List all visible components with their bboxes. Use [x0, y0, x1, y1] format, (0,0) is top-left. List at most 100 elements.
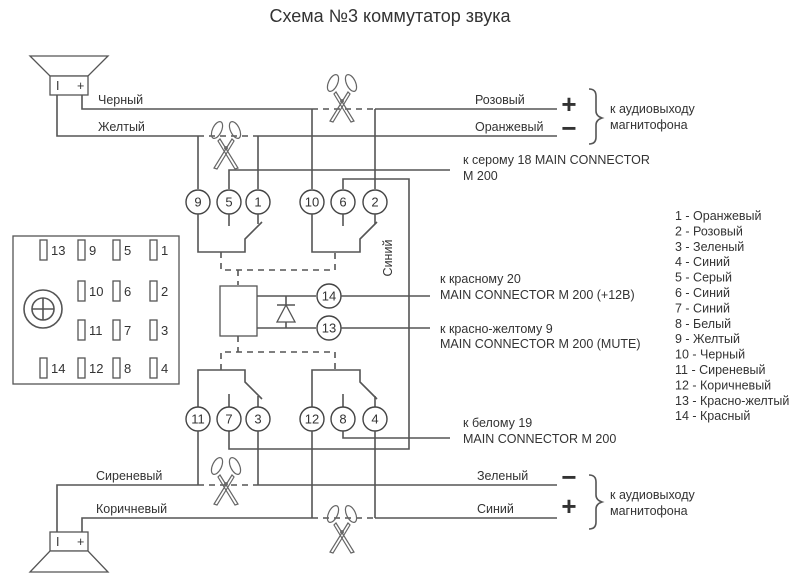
pin-row-bottom: 11 7 3 12 8 4	[185, 406, 388, 432]
connector-slot-7	[112, 319, 121, 341]
brace-bottom	[588, 474, 605, 530]
wire-lilac	[56, 484, 198, 532]
relay-contact-3	[197, 369, 263, 407]
speaker-cone-icon	[28, 550, 110, 573]
legend-item: 9 - Желтый	[675, 332, 740, 346]
connector-slot-label: 1	[161, 243, 168, 258]
wire-white19	[342, 431, 450, 439]
connector-slot-9	[77, 239, 86, 261]
connector-slot-label: 7	[124, 323, 131, 338]
note-white19-line2: MAIN CONNECTOR M 200	[463, 432, 616, 446]
connector-face: 13 9 5 1 10 6 2 11 7 3 14 12 8 4	[12, 235, 180, 385]
wire-yellow	[56, 95, 198, 137]
speaker-bottom-minus: I	[56, 535, 59, 549]
relay-contact-1	[197, 214, 263, 253]
pin-10: 10	[305, 195, 319, 210]
connector-slot-label: 4	[161, 361, 168, 376]
connector-slot-label: 8	[124, 361, 131, 376]
pin-3: 3	[254, 412, 261, 427]
label-orange: Оранжевый	[475, 120, 543, 134]
connector-slot-12	[77, 357, 86, 379]
speaker-cone-icon	[28, 55, 110, 77]
connector-slot-label: 14	[51, 361, 65, 376]
connector-slot-label: 10	[89, 284, 103, 299]
speaker-top-minus: I	[56, 79, 59, 93]
sign-minus-top: −	[561, 113, 576, 143]
note-grey18-line2: M 200	[463, 169, 498, 183]
diagram-title: Схема №3 коммутатор звука	[270, 6, 512, 26]
pin-1: 1	[254, 195, 261, 210]
scissors-icon	[208, 455, 244, 506]
connector-slot-2	[149, 280, 158, 302]
note-red20-line1: к красному 20	[440, 272, 521, 286]
legend-item: 1 - Оранжевый	[675, 209, 762, 223]
connector-slot-label: 6	[124, 284, 131, 299]
legend-item: 4 - Синий	[675, 255, 730, 269]
legend-item: 11 - Сиреневый	[675, 363, 765, 377]
sign-minus-bottom: −	[561, 462, 576, 492]
label-brown: Коричневый	[96, 502, 167, 516]
legend-item: 12 - Коричневый	[675, 378, 771, 392]
connector-slot-label: 9	[89, 243, 96, 258]
pin-4: 4	[371, 412, 378, 427]
connector-slot-label: 12	[89, 361, 103, 376]
speaker-bottom-plus: +	[77, 535, 84, 549]
label-blue-bottom: Синий	[477, 502, 514, 516]
legend-item: 14 - Красный	[675, 409, 750, 423]
connector-slot-6	[112, 280, 121, 302]
connector-slot-5	[112, 239, 121, 261]
legend-item: 8 - Белый	[675, 317, 731, 331]
pin-row-top: 9 5 1 10 6 2	[185, 189, 388, 215]
audio-out-bottom-line2: магнитофона	[610, 504, 688, 518]
pin-2: 2	[371, 195, 378, 210]
audio-out-top-line2: магнитофона	[610, 118, 688, 132]
connector-slot-label: 5	[124, 243, 131, 258]
label-yellow: Желтый	[98, 120, 145, 134]
wire-blue-vertical	[228, 178, 410, 450]
connector-slot-label: 3	[161, 323, 168, 338]
speaker-top: I +	[28, 55, 110, 96]
legend-item: 5 - Серый	[675, 271, 732, 285]
connector-slot-14	[39, 357, 48, 379]
legend-item: 13 - Красно-желтый	[675, 394, 789, 408]
connector-slot-label: 11	[89, 323, 103, 338]
legend-item: 7 - Синий	[675, 301, 730, 315]
relay-contact-2	[311, 214, 378, 253]
connector-slot-label: 13	[51, 243, 65, 258]
connector-slot-label: 2	[161, 284, 168, 299]
scissors-icon	[324, 72, 360, 123]
label-green: Зеленый	[477, 469, 528, 483]
pin-14: 14	[322, 289, 336, 304]
legend-item: 6 - Синий	[675, 286, 730, 300]
speaker-bottom: I +	[28, 531, 110, 573]
pin-7: 7	[225, 412, 232, 427]
label-lilac: Сиреневый	[96, 469, 162, 483]
note-redyellow9-line1: к красно-желтому 9	[440, 322, 553, 336]
connector-slot-8	[112, 357, 121, 379]
connector-slot-11	[77, 319, 86, 341]
connector-slot-4	[149, 357, 158, 379]
wire-grey18	[228, 169, 450, 189]
note-grey18-line1: к серому 18 MAIN CONNECTOR	[463, 153, 650, 167]
brace-top	[588, 88, 605, 145]
wire-brown	[81, 517, 312, 532]
pin-6: 6	[339, 195, 346, 210]
relay-contact-4	[311, 369, 378, 407]
connector-key-icon	[23, 289, 63, 329]
legend-item: 10 - Черный	[675, 348, 745, 362]
wire-black	[81, 95, 312, 110]
scissors-icon	[324, 503, 360, 554]
legend-item: 3 - Зеленый	[675, 240, 744, 254]
connector-slot-1	[149, 239, 158, 261]
label-pink: Розовый	[475, 93, 525, 107]
note-white19-line1: к белому 19	[463, 416, 532, 430]
note-red20-line2: MAIN CONNECTOR M 200 (+12В)	[440, 288, 635, 302]
connector-slot-13	[39, 239, 48, 261]
speaker-top-plus: +	[77, 79, 84, 93]
pin-8: 8	[339, 412, 346, 427]
connector-slot-10	[77, 280, 86, 302]
diode-icon	[275, 296, 297, 328]
audio-out-top-line1: к аудиовыходу	[610, 102, 696, 116]
